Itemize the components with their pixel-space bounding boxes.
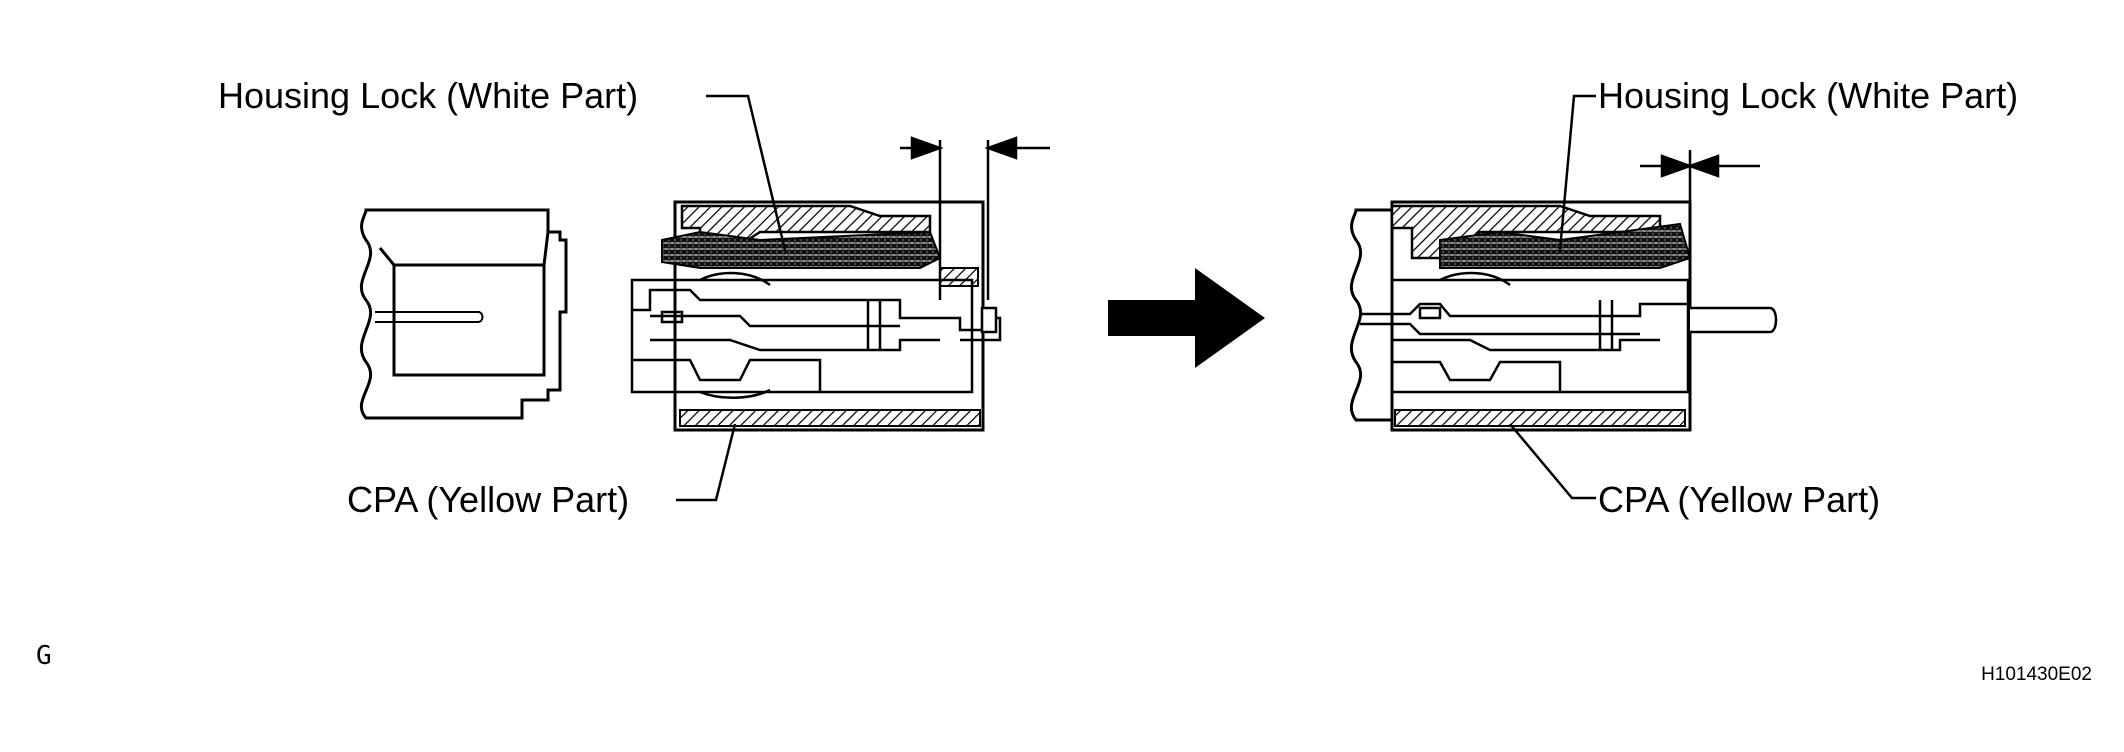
male-connector <box>359 208 568 420</box>
housing-lock-label-left: Housing Lock (White Part) <box>218 75 638 116</box>
left-view: Housing Lock (White Part) CPA (Yellow Pa… <box>218 75 1050 520</box>
housing-lock-leader-right <box>1558 94 1596 251</box>
right-view: Housing Lock (White Part) CPA (Yellow Pa… <box>1349 75 2018 520</box>
housing-lock-label-right: Housing Lock (White Part) <box>1598 75 2018 116</box>
cpa-leader-left <box>676 423 737 502</box>
cpa-label-left: CPA (Yellow Part) <box>347 479 629 520</box>
corner-mark: G <box>36 641 52 671</box>
gap-dimension-right <box>1640 150 1760 300</box>
figure-code: H101430E02 <box>1981 664 2092 685</box>
cpa-leader-right <box>1509 423 1596 500</box>
direction-arrow <box>1108 268 1265 368</box>
housing-lock-leader-left <box>706 94 787 251</box>
gap-dimension-left <box>900 136 1050 300</box>
female-housing <box>630 200 1002 432</box>
cpa-label-right: CPA (Yellow Part) <box>1598 479 1880 520</box>
connected-connector <box>1349 200 1778 432</box>
